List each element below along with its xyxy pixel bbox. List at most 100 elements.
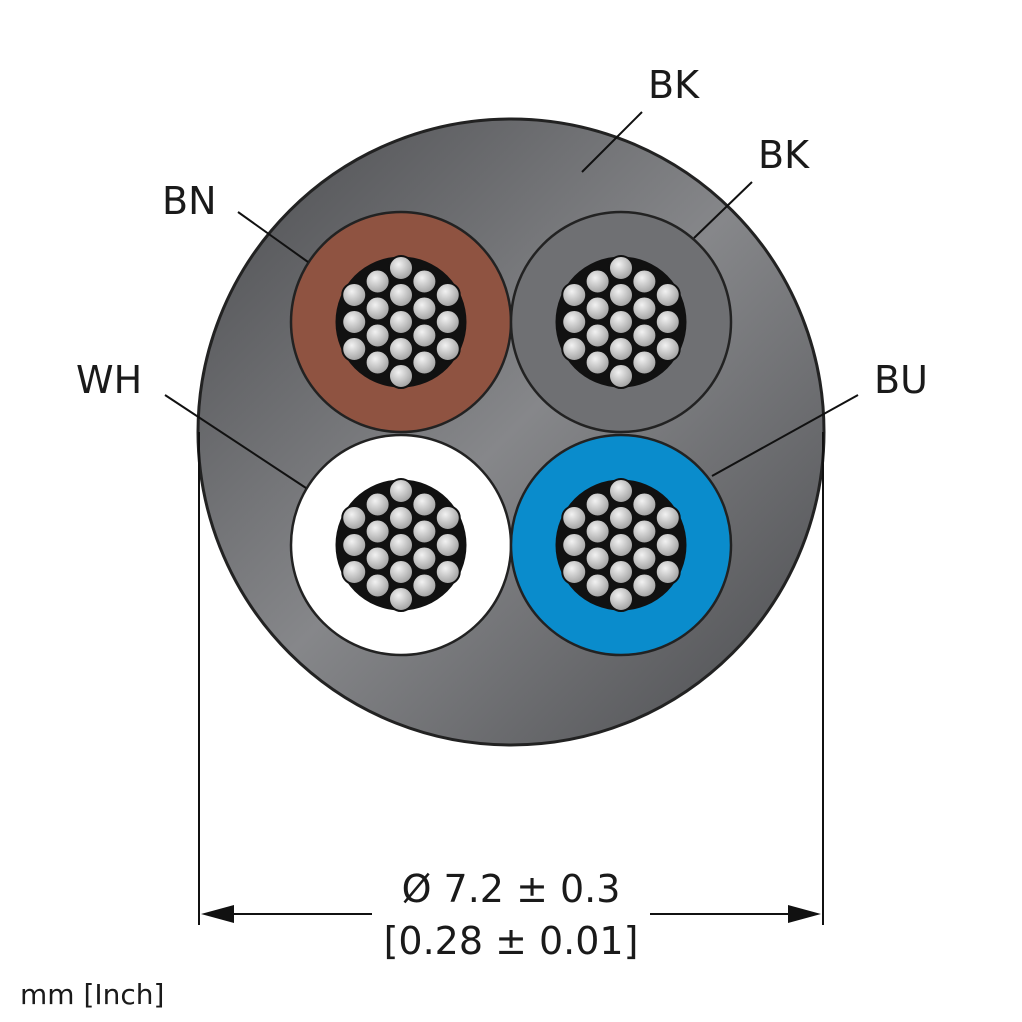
conductor-strand xyxy=(608,532,634,558)
conductor-strand xyxy=(434,309,461,335)
dimension-inch: [0.28 ± 0.01] xyxy=(384,919,639,963)
conductor-strand xyxy=(341,336,368,362)
conductor-strand xyxy=(388,586,414,612)
conductor-strand xyxy=(561,336,588,362)
core-blue xyxy=(509,433,733,657)
conductor-strand xyxy=(584,491,611,518)
conductor-strand xyxy=(631,572,658,599)
conductor-strand xyxy=(364,349,391,376)
units-note: mm [Inch] xyxy=(20,978,164,1011)
conductor-strand xyxy=(364,572,391,599)
conductor-strand xyxy=(411,572,438,599)
conductor-strand xyxy=(584,349,611,376)
conductor-strand xyxy=(364,518,391,545)
core-brown xyxy=(289,210,513,434)
conductor-strand xyxy=(631,545,658,572)
conductor-strand xyxy=(654,532,681,558)
conductor-strand xyxy=(388,559,414,585)
conductor-strand xyxy=(388,532,414,558)
conductor-strand xyxy=(561,505,588,531)
conductor-strand xyxy=(434,559,461,585)
conductor-strand xyxy=(631,295,658,322)
conductor-strand xyxy=(654,282,681,308)
strand-bundle xyxy=(555,255,687,389)
conductor-strand xyxy=(411,268,438,295)
conductor-strand xyxy=(434,282,461,308)
conductor-strand xyxy=(631,518,658,545)
conductor-strand xyxy=(411,545,438,572)
cable-jacket xyxy=(196,117,826,747)
conductor-strand xyxy=(631,322,658,349)
conductor-strand xyxy=(341,505,368,531)
core-white xyxy=(289,433,513,657)
leader-line-jacket xyxy=(581,111,643,173)
conductor-strand xyxy=(654,559,681,585)
conductor-strand xyxy=(341,532,368,558)
conductor-strand xyxy=(388,255,414,281)
conductor-strand xyxy=(584,295,611,322)
conductor-strand xyxy=(608,282,634,308)
conductor-strand xyxy=(411,491,438,518)
conductor-strand xyxy=(434,336,461,362)
label-core-blue: BU xyxy=(874,358,928,402)
conductor-strand xyxy=(584,545,611,572)
core-black xyxy=(509,210,733,434)
conductor-strand xyxy=(608,586,634,612)
conductor-strand xyxy=(388,309,414,335)
conductor-strand xyxy=(584,268,611,295)
label-core-white: WH xyxy=(76,358,142,402)
conductor-strand xyxy=(388,478,414,504)
conductor-strand xyxy=(411,349,438,376)
conductor-strand xyxy=(388,282,414,308)
conductor-strand xyxy=(654,505,681,531)
conductor-strand xyxy=(341,309,368,335)
conductor-strand xyxy=(364,491,391,518)
leader-line-core-brown xyxy=(237,211,309,263)
strand-bundle xyxy=(335,478,467,612)
conductor-strand xyxy=(341,282,368,308)
label-core-black: BK xyxy=(758,133,810,177)
conductor-strand xyxy=(364,322,391,349)
conductor-strand xyxy=(434,505,461,531)
conductor-strand xyxy=(411,295,438,322)
conductor-strand xyxy=(608,336,634,362)
conductor-strand xyxy=(654,309,681,335)
conductor-strand xyxy=(608,363,634,389)
strand-bundle xyxy=(555,478,687,612)
label-core-brown: BN xyxy=(162,179,217,223)
conductor-strand xyxy=(561,532,588,558)
conductor-strand xyxy=(388,505,414,531)
conductor-strand xyxy=(364,268,391,295)
strand-bundle xyxy=(335,255,467,389)
conductor-strand xyxy=(388,363,414,389)
conductor-strand xyxy=(364,295,391,322)
conductor-strand xyxy=(584,572,611,599)
conductor-strand xyxy=(561,282,588,308)
conductor-strand xyxy=(364,545,391,572)
conductor-strand xyxy=(631,491,658,518)
conductor-strand xyxy=(608,505,634,531)
dimension-mm: Ø 7.2 ± 0.3 xyxy=(402,867,621,911)
conductor-strand xyxy=(434,532,461,558)
conductor-strand xyxy=(608,478,634,504)
dimension-arrow-line xyxy=(201,905,821,923)
leader-line-core-blue xyxy=(711,394,859,477)
conductor-strand xyxy=(654,336,681,362)
conductor-strand xyxy=(411,518,438,545)
conductor-strand xyxy=(561,559,588,585)
conductor-strand xyxy=(608,559,634,585)
leader-line-core-white xyxy=(164,394,307,489)
conductor-strand xyxy=(631,349,658,376)
conductor-strand xyxy=(584,322,611,349)
conductor-strand xyxy=(584,518,611,545)
conductor-strand xyxy=(608,255,634,281)
conductor-strand xyxy=(631,268,658,295)
conductor-strand xyxy=(388,336,414,362)
label-jacket: BK xyxy=(648,63,700,107)
conductor-strand xyxy=(341,559,368,585)
conductor-strand xyxy=(411,322,438,349)
conductor-strand xyxy=(608,309,634,335)
leader-line-core-black xyxy=(693,181,753,239)
conductor-strand xyxy=(561,309,588,335)
